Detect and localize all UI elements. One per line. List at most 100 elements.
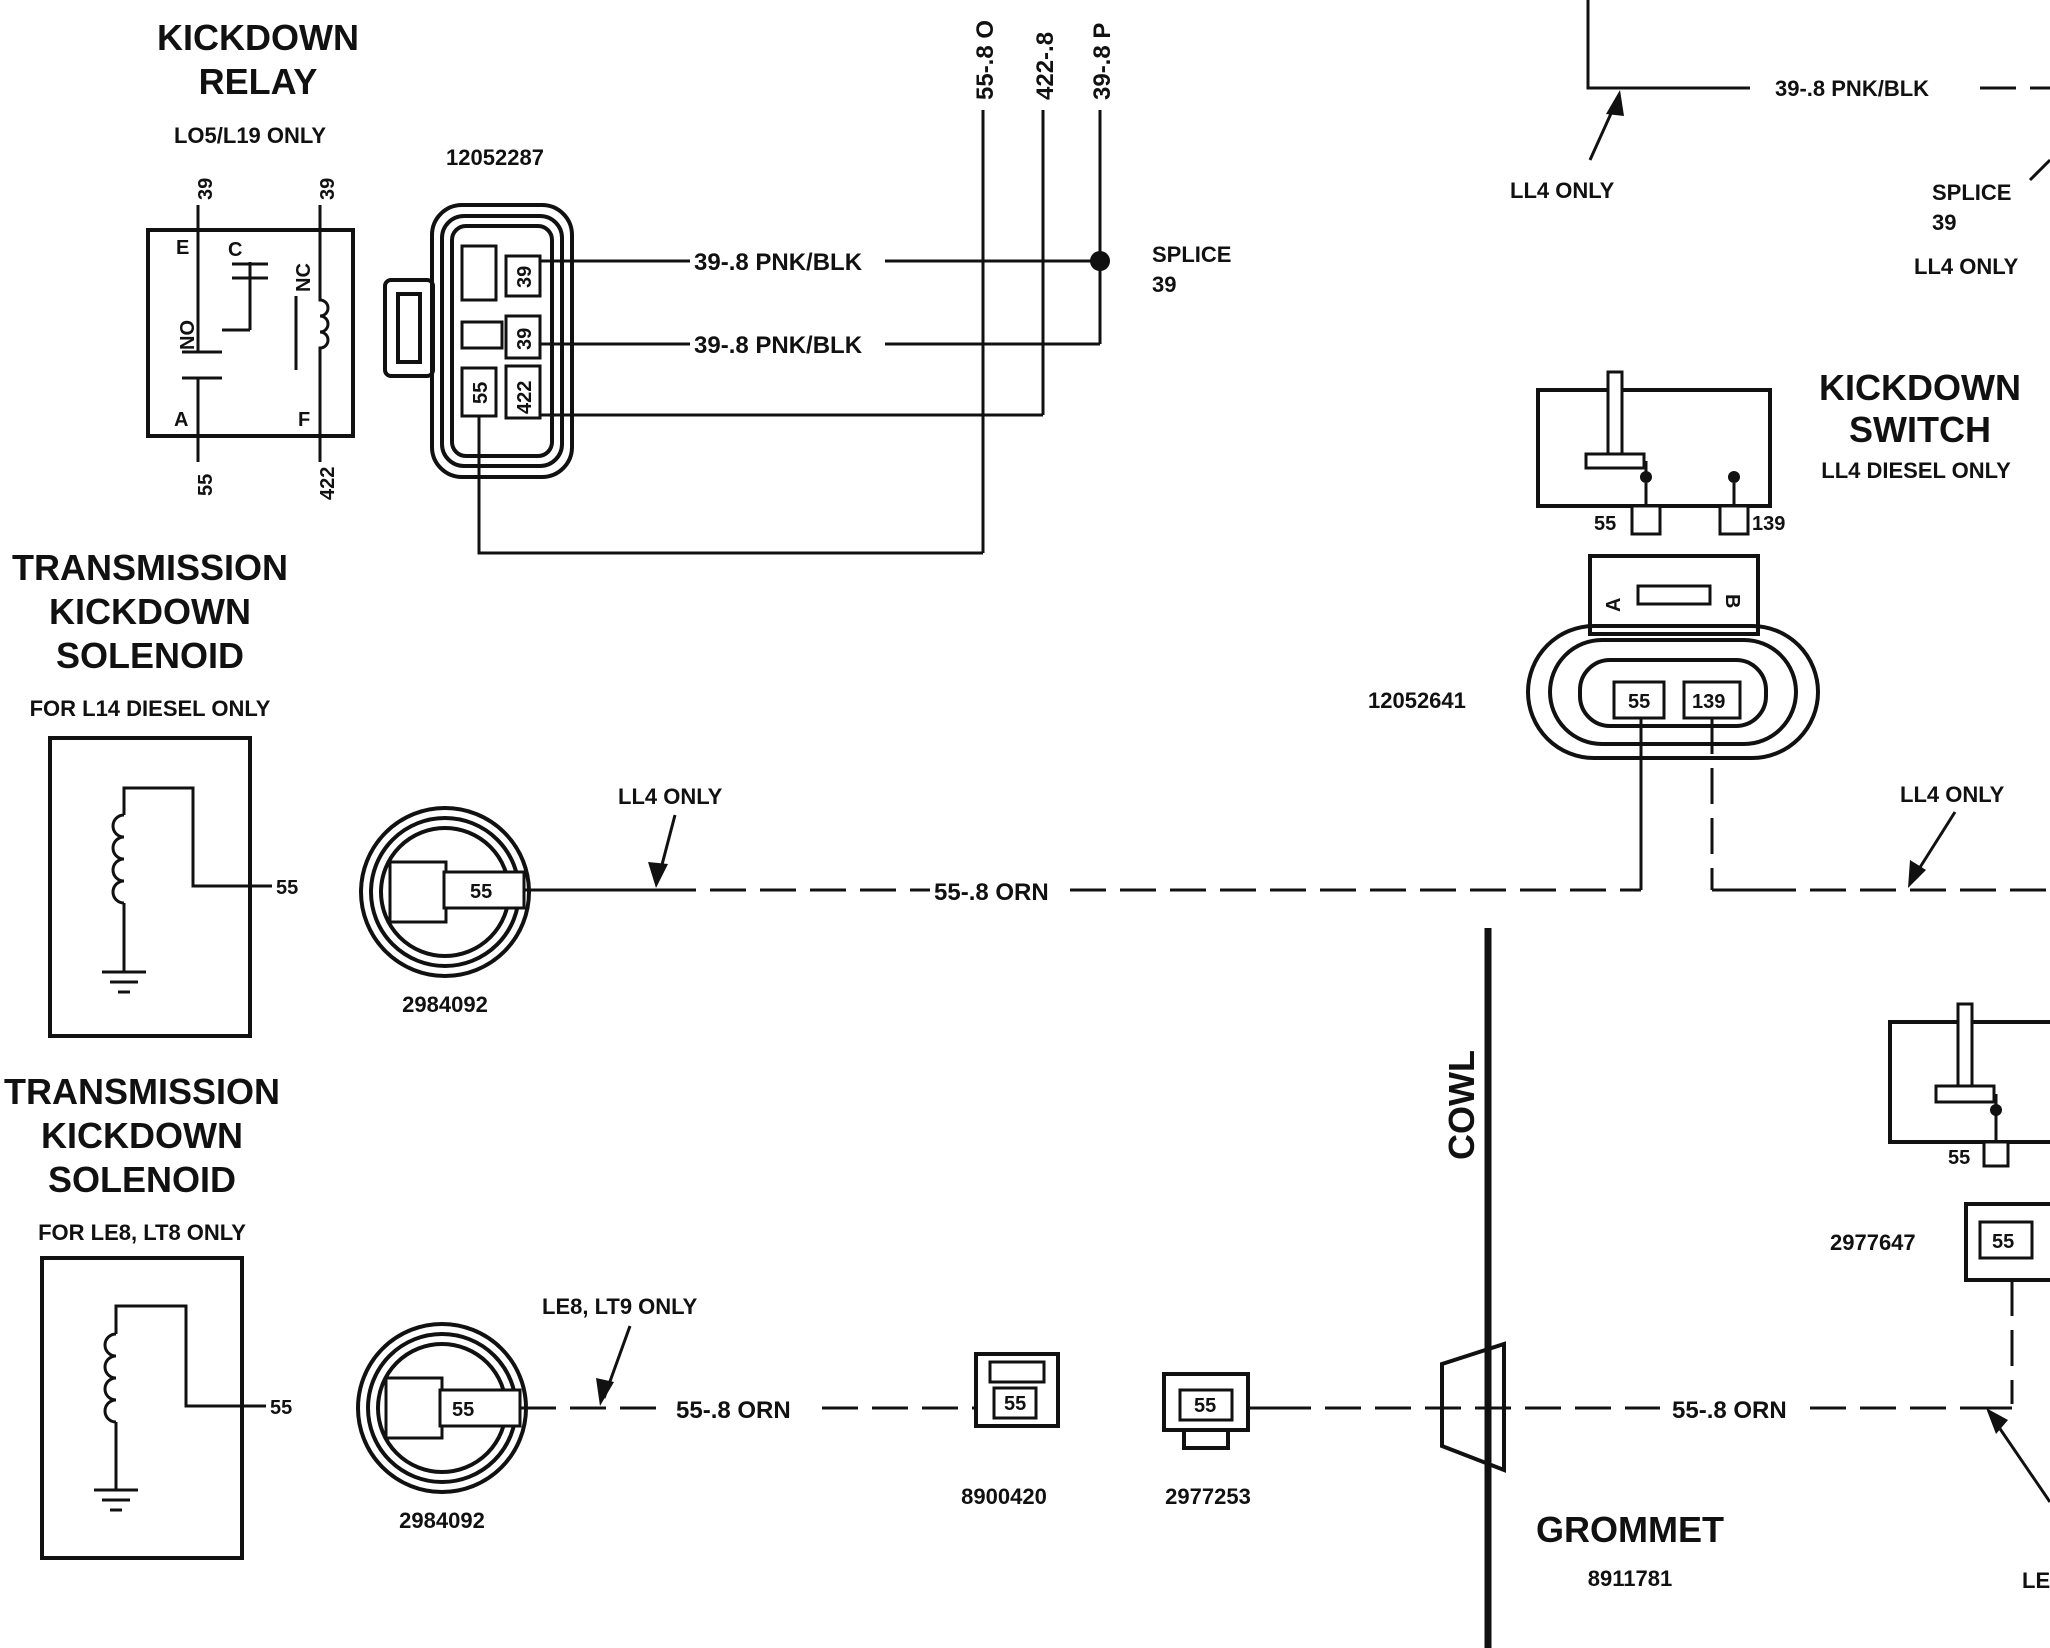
- switch-connector-term-a: A: [1603, 598, 1625, 612]
- relay-coil: [294, 230, 330, 436]
- grommet-part: 8911781: [1588, 1566, 1672, 1591]
- grommet: GROMMET 8911781: [1440, 1340, 1724, 1591]
- right-connector-part: 2977647: [1830, 1230, 1916, 1255]
- splice-39-label: SPLICE: [1152, 242, 1231, 267]
- switch-subtitle: LL4 DIESEL ONLY: [1821, 458, 2011, 483]
- relay-connector: 12052287 39 39 55 422: [383, 145, 574, 479]
- solenoid2-connector-part: 2984092: [399, 1508, 485, 1533]
- right-switch-pin-55: [1982, 1140, 2010, 1168]
- relay-pin-top-left: 39: [195, 178, 217, 200]
- solenoid-le8: TRANSMISSION KICKDOWN SOLENOID FOR LE8, …: [4, 1071, 528, 1560]
- switch-pin-139: [1718, 504, 1750, 536]
- bottom-wire-label-right: 55-.8 ORN: [1672, 1397, 1787, 1424]
- relay-title-line1: KICKDOWN: [157, 17, 359, 58]
- relay-switch-contacts: [182, 230, 268, 436]
- solenoid2-connector-cavity: [438, 1388, 522, 1428]
- grommet-label: GROMMET: [1536, 1509, 1724, 1550]
- switch-connector-cavity-55: [1612, 680, 1666, 720]
- wire-pnkblk-1-label: 39-.8 PNK/BLK: [694, 249, 863, 276]
- svg-text:55: 55: [470, 382, 492, 404]
- connector-8900420-cavity: [992, 1386, 1038, 1420]
- relay-title-line2: RELAY: [199, 61, 318, 102]
- solenoid1-subtitle: FOR L14 DIESEL ONLY: [30, 696, 271, 721]
- solenoid1-connector-part: 2984092: [402, 992, 488, 1017]
- splice-39-dot: [1090, 251, 1110, 271]
- wire-39-top-label: 39-.8 P: [1089, 23, 1116, 100]
- relay-cavity-39-top: [504, 254, 542, 298]
- mid-wire-ll4-left: LL4 ONLY: [618, 784, 723, 809]
- solenoid2-title-line2: KICKDOWN: [41, 1115, 243, 1156]
- svg-text:55: 55: [1992, 1231, 2014, 1253]
- relay-cavity-39-mid: [504, 314, 542, 360]
- svg-text:55: 55: [1628, 691, 1650, 713]
- top-wires: 55-.8 O 422-.8 39-.8 P 39-.8 PNK/BLK 39-…: [477, 20, 1231, 555]
- top-right-splice-label: SPLICE: [1932, 180, 2011, 205]
- wire-422-top-label: 422-.8: [1032, 32, 1059, 100]
- svg-text:139: 139: [1692, 691, 1725, 713]
- top-right-ll4-label: LL4 ONLY: [1510, 178, 1615, 203]
- svg-text:55: 55: [1194, 1395, 1216, 1417]
- relay-cavity-55: [460, 366, 498, 418]
- svg-text:55: 55: [1594, 513, 1616, 535]
- solenoid1-title-line3: SOLENOID: [56, 635, 244, 676]
- relay-body: [146, 228, 355, 438]
- top-right-splice-ll4: LL4 ONLY: [1914, 254, 2019, 279]
- relay-subtitle: LO5/L19 ONLY: [174, 123, 326, 148]
- solenoid2-subtitle: FOR LE8, LT8 ONLY: [38, 1220, 246, 1245]
- solenoid2-title-line3: SOLENOID: [48, 1159, 236, 1200]
- switch-connector-part: 12052641: [1368, 688, 1466, 713]
- mid-wire-label: 55-.8 ORN: [934, 879, 1049, 906]
- wire-pnkblk-2-label: 39-.8 PNK/BLK: [694, 332, 863, 359]
- switch-connector-term-b: B: [1721, 594, 1743, 608]
- svg-text:39: 39: [514, 266, 536, 288]
- solenoid1-pin-55: 55: [276, 877, 298, 899]
- solenoid1-title-line2: KICKDOWN: [49, 591, 251, 632]
- kickdown-switch: KICKDOWN SWITCH LL4 DIESEL ONLY 55 139 A…: [1368, 367, 2021, 890]
- relay-term-a: A: [174, 409, 188, 431]
- switch-title-line2: SWITCH: [1849, 409, 1991, 450]
- cowl-panel: COWL: [1441, 928, 1492, 1648]
- splice-39-number: 39: [1152, 272, 1176, 297]
- relay-term-c: C: [228, 239, 242, 261]
- relay-connector-part: 12052287: [446, 145, 544, 170]
- right-connector-cavity: [1978, 1220, 2034, 1260]
- relay-pin-bottom-left: 55: [195, 474, 217, 496]
- svg-text:39: 39: [514, 328, 536, 350]
- top-right-splice-number: 39: [1932, 210, 1956, 235]
- top-right-area: 39-.8 PNK/BLK LL4 ONLY SPLICE 39 LL4 ONL…: [1510, 0, 2050, 279]
- relay-term-no: NO: [177, 320, 199, 350]
- relay-term-nc: NC: [293, 263, 315, 292]
- right-lower-switch: 55 55 2977647: [1830, 1002, 2050, 1404]
- wire-55-top-label: 55-.8 O: [972, 20, 999, 100]
- connector-2977253-cavity: [1178, 1388, 1234, 1422]
- mid-wire: 55-.8 ORN LL4 ONLY LL4 ONLY: [524, 782, 2050, 906]
- solenoid2-title-line1: TRANSMISSION: [4, 1071, 280, 1112]
- bottom-wire-le8-label: LE8, LT9 ONLY: [542, 1294, 698, 1319]
- switch-pin-55: [1630, 504, 1662, 536]
- mid-wire-ll4-right: LL4 ONLY: [1900, 782, 2005, 807]
- top-right-wire-label: 39-.8 PNK/BLK: [1775, 76, 1929, 101]
- kickdown-relay: KICKDOWN RELAY LO5/L19 ONLY 39 39 55 422…: [146, 17, 359, 500]
- svg-text:55: 55: [452, 1399, 474, 1421]
- switch-title-line1: KICKDOWN: [1819, 367, 2021, 408]
- relay-term-f: F: [298, 409, 310, 431]
- svg-text:422: 422: [514, 381, 536, 414]
- svg-text:139: 139: [1752, 513, 1785, 535]
- solenoid1-title-line1: TRANSMISSION: [12, 547, 288, 588]
- connector-2977253-part: 2977253: [1165, 1484, 1251, 1509]
- svg-text:55: 55: [1004, 1393, 1026, 1415]
- cowl-label: COWL: [1441, 1050, 1482, 1160]
- bottom-wire: 55-.8 ORN LE8, LT9 ONLY 55 8900420 55 29…: [520, 1294, 2050, 1593]
- relay-pin-bottom-right: 422: [317, 467, 339, 500]
- relay-cavity-422: [504, 364, 542, 420]
- solenoid-l14: TRANSMISSION KICKDOWN SOLENOID FOR L14 D…: [12, 547, 531, 1038]
- bottom-wire-label-left: 55-.8 ORN: [676, 1397, 791, 1424]
- svg-text:55: 55: [1948, 1147, 1970, 1169]
- relay-term-e: E: [176, 237, 189, 259]
- svg-text:55: 55: [470, 881, 492, 903]
- solenoid2-pin-55: 55: [270, 1397, 292, 1419]
- connector-8900420-part: 8900420: [961, 1484, 1047, 1509]
- relay-pin-top-right: 39: [317, 178, 339, 200]
- bottom-wire-le-cut: LE: [2022, 1568, 2050, 1593]
